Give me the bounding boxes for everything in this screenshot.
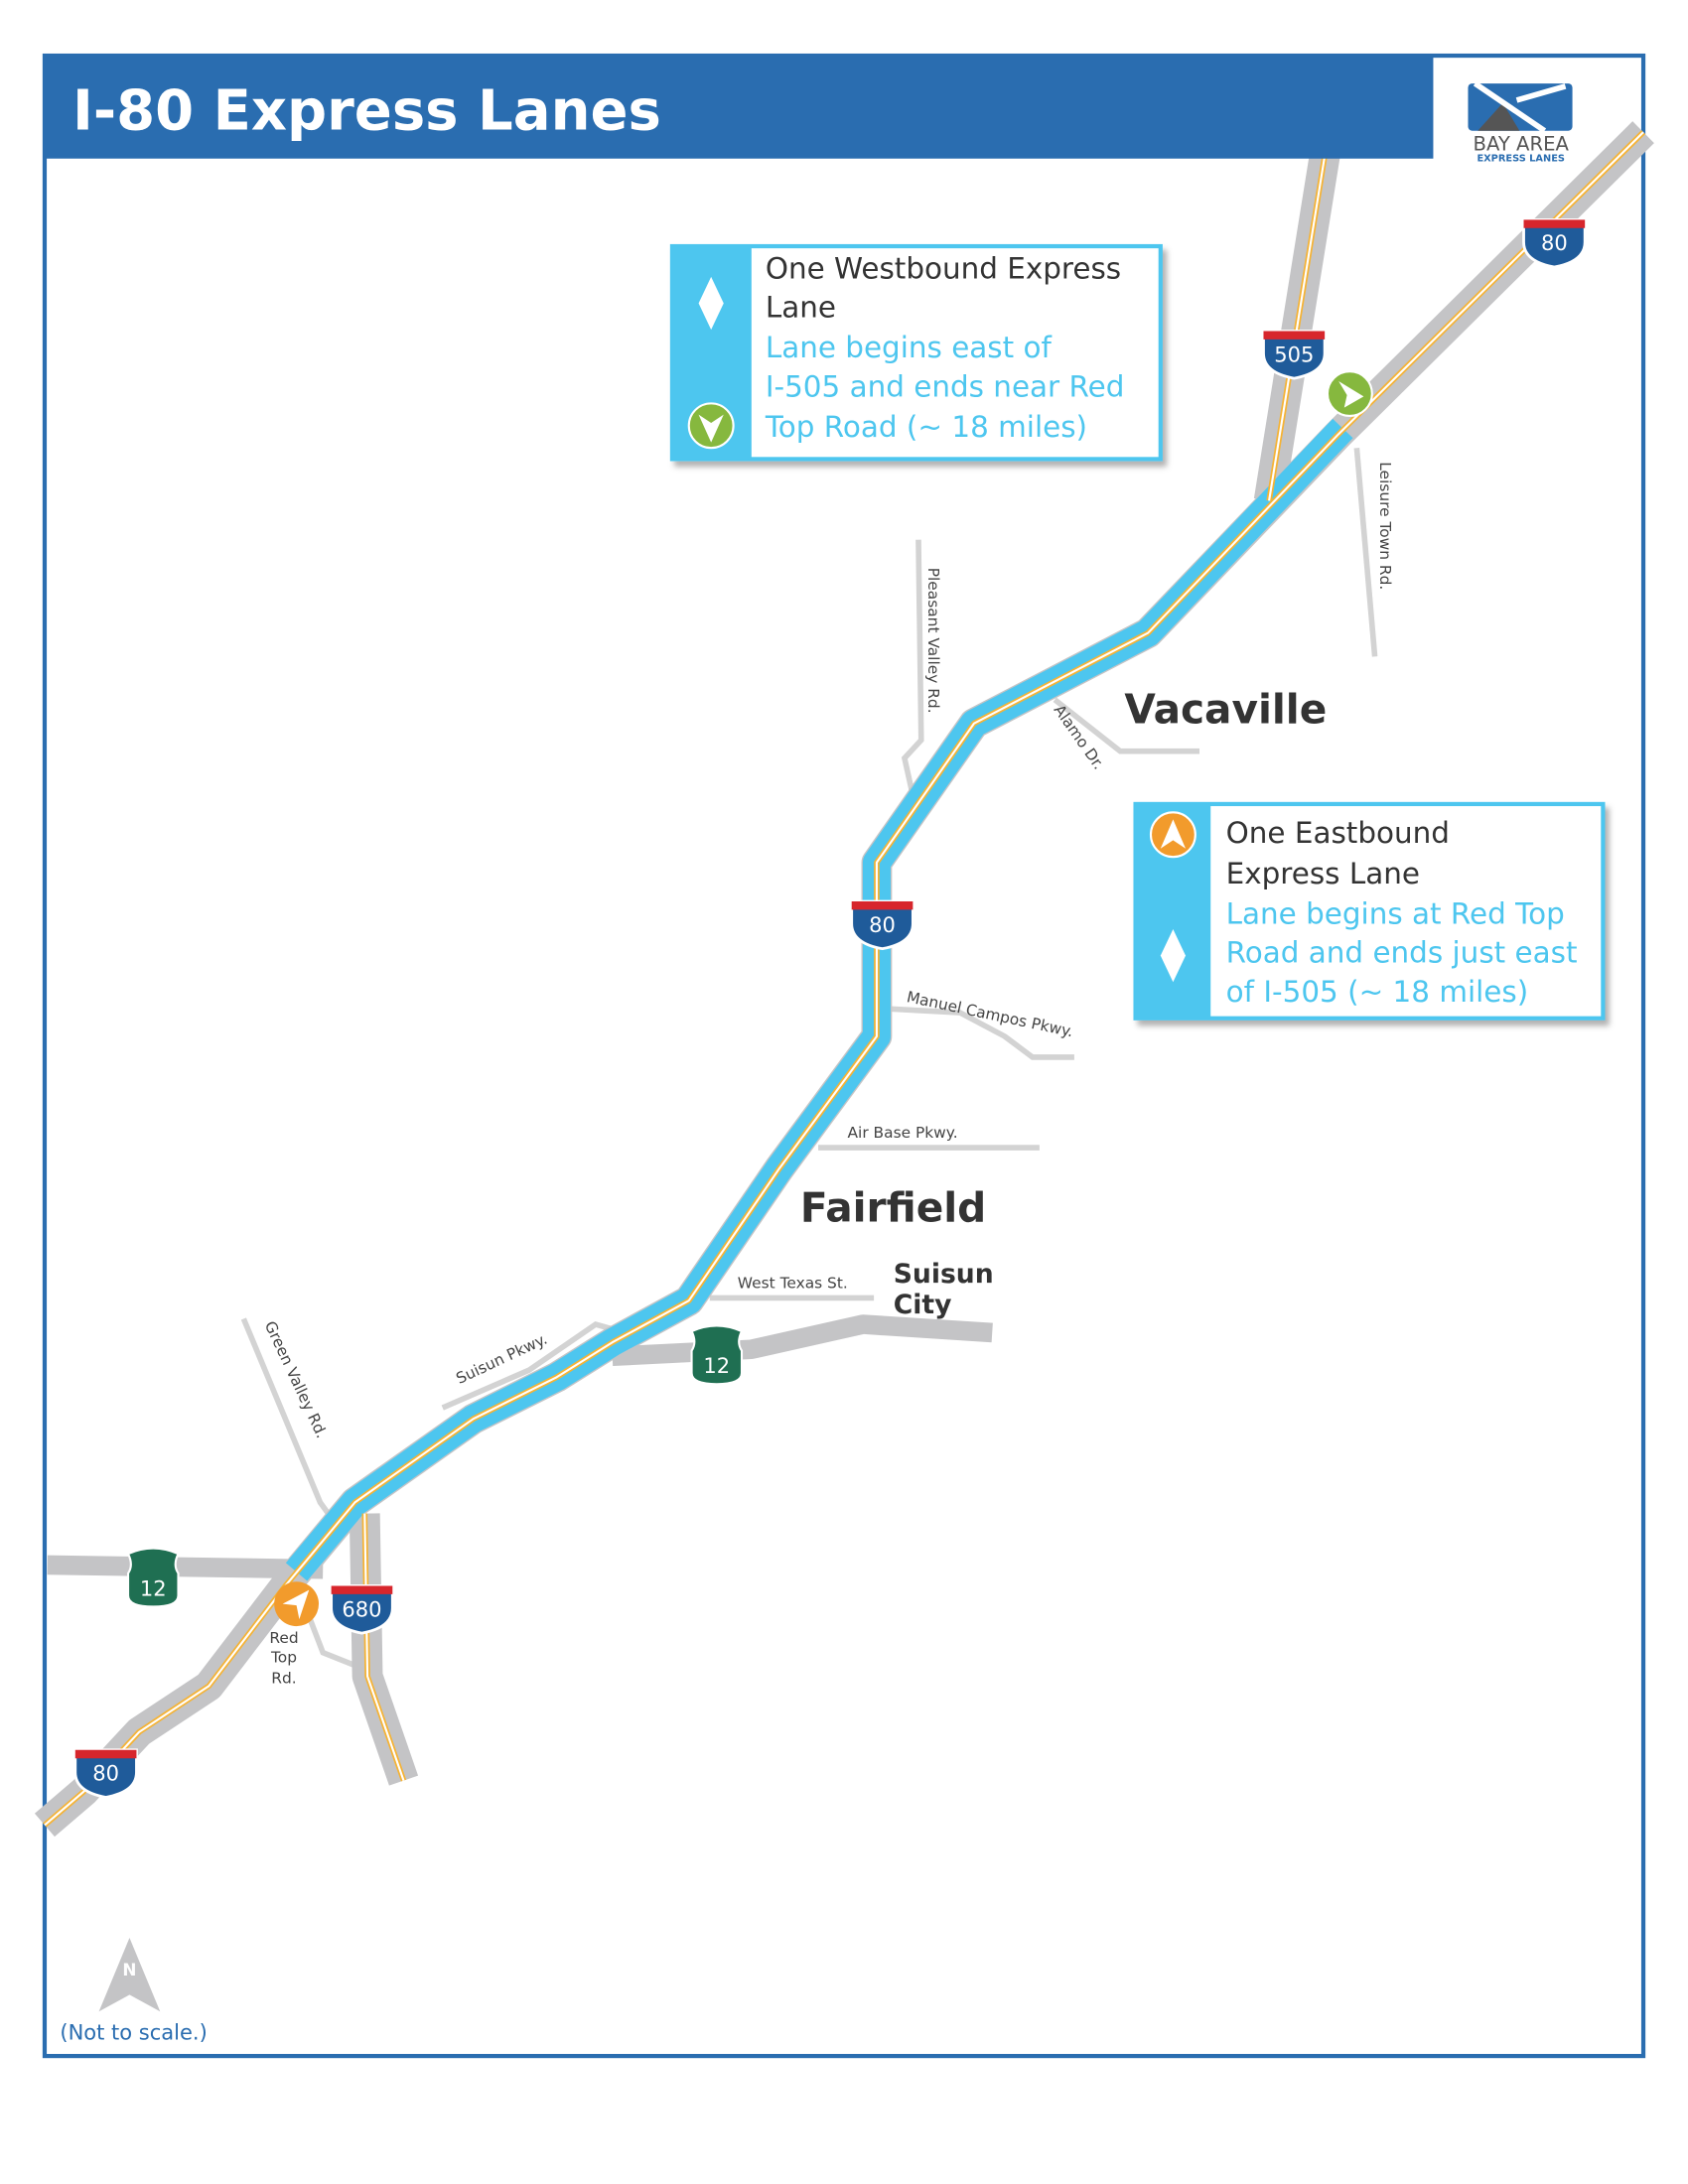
eastbound-callout	[1133, 801, 1606, 1021]
scale-note: (Not to scale.)	[60, 2019, 207, 2044]
label-red-top-1: Red	[269, 1629, 298, 1647]
wb-title-1: One Westbound Express	[766, 251, 1121, 285]
eb-title-2: Express Lane	[1226, 857, 1420, 890]
svg-text:505: 505	[1274, 341, 1314, 366]
label-red-top-2: Top	[270, 1649, 297, 1667]
svg-text:680: 680	[342, 1596, 381, 1621]
label-west-texas: West Texas St.	[738, 1275, 848, 1293]
arrow-icon	[282, 1589, 310, 1620]
north-arrow-icon: N	[98, 1937, 161, 2012]
label-leisure-town: Leisure Town Rd.	[1376, 462, 1394, 590]
sr12-shield-west: 12	[126, 1547, 180, 1608]
diamond-icon	[698, 276, 724, 331]
svg-text:80: 80	[92, 1761, 119, 1786]
wb-desc-1: Lane begins east of	[766, 331, 1053, 364]
arrow-icon	[1338, 380, 1364, 408]
i80-shield-center: 80	[850, 899, 914, 951]
label-pleasant-valley: Pleasant Valley Rd.	[924, 568, 942, 714]
i680-shield: 680	[330, 1584, 394, 1635]
bay-area-express-lanes-logo: BAY AREA EXPRESS LANES	[1468, 80, 1573, 165]
svg-text:80: 80	[1541, 230, 1568, 255]
city-fairfield: Fairfield	[800, 1183, 986, 1231]
i80-shield-west: 80	[73, 1748, 138, 1799]
red-top-road	[306, 1615, 366, 1673]
i80-shield-east: 80	[1522, 218, 1587, 269]
logo-text: BAY AREA	[1474, 132, 1570, 155]
page-title: I-80 Express Lanes	[72, 78, 661, 143]
pleasant-valley-road	[901, 539, 924, 797]
svg-text:12: 12	[703, 1353, 730, 1378]
city-suisun-2: City	[894, 1290, 952, 1320]
eb-desc-3: of I-505 (~ 18 miles)	[1226, 975, 1529, 1009]
wb-title-2: Lane	[766, 290, 836, 324]
eb-desc-2: Road and ends just east	[1226, 936, 1578, 970]
svg-text:N: N	[122, 1960, 136, 1979]
sr12-shield-east: 12	[690, 1324, 744, 1386]
city-suisun-1: Suisun	[894, 1259, 994, 1290]
eastbound-arrow-icon	[1149, 811, 1196, 859]
sr12-east	[612, 1314, 993, 1367]
westbound-start-marker	[1326, 370, 1373, 418]
manuel-campos-parkway	[883, 1006, 1074, 1060]
city-vacaville: Vacaville	[1124, 686, 1327, 734]
leisure-town-road	[1353, 447, 1378, 657]
logo-subtext: EXPRESS LANES	[1477, 154, 1565, 165]
wb-desc-3: Top Road (~ 18 miles)	[765, 410, 1087, 444]
svg-text:12: 12	[140, 1575, 167, 1600]
header-bar	[44, 56, 1434, 159]
label-air-base: Air Base Pkwy.	[848, 1124, 958, 1142]
alamo-drive	[1053, 697, 1200, 754]
centerlines	[43, 130, 1646, 1828]
eastbound-start-marker	[274, 1581, 320, 1627]
wb-desc-2: I-505 and ends near Red	[766, 369, 1125, 403]
sr12-west	[47, 1555, 324, 1579]
minor-roads	[240, 447, 1378, 1673]
eb-desc-1: Lane begins at Red Top	[1226, 896, 1565, 930]
westbound-arrow-icon	[687, 402, 735, 450]
eb-title-1: One Eastbound	[1226, 816, 1450, 850]
i505-shield: 505	[1262, 330, 1327, 380]
suisun-parkway	[441, 1320, 617, 1411]
label-red-top-3: Rd.	[271, 1670, 296, 1688]
svg-text:80: 80	[869, 912, 896, 937]
